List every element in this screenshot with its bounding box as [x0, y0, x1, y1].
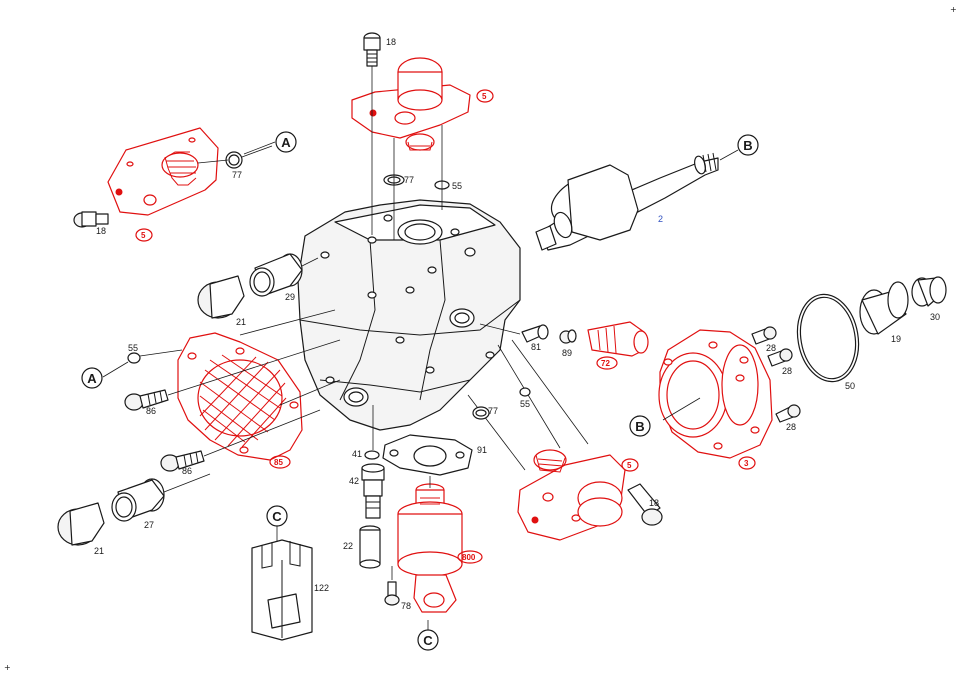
svg-text:C: C — [272, 509, 282, 524]
svg-text:A: A — [281, 135, 291, 150]
callout-b-lower: B — [629, 415, 651, 437]
label-122: 122 — [314, 583, 329, 593]
label-2: 2 — [658, 214, 663, 224]
label-50: 50 — [845, 381, 855, 391]
callout-a-upper: A — [243, 131, 297, 155]
screw-part-18-right — [627, 483, 663, 526]
oring-part-77-left — [225, 151, 243, 169]
end-plate-part-85 — [177, 332, 303, 461]
left-flange-part-5 — [107, 127, 219, 216]
label-21-upper: 21 — [236, 317, 246, 327]
label-77-top: 77 — [404, 175, 414, 185]
screw-part-86-upper — [124, 389, 169, 411]
red-label-rings — [135, 89, 756, 564]
label-18-top: 18 — [386, 37, 396, 47]
sleeve-part-22 — [359, 525, 381, 569]
oring-part-55-mid — [519, 387, 531, 397]
callout-c-lower: C — [417, 620, 439, 651]
label-89: 89 — [562, 348, 572, 358]
gasket-part-91 — [382, 434, 473, 476]
label-28-b: 28 — [782, 366, 792, 376]
label-78: 78 — [401, 601, 411, 611]
pump-housing — [297, 199, 521, 431]
ring-part-30 — [911, 276, 947, 307]
svg-text:B: B — [743, 138, 752, 153]
callout-c-upper: C — [266, 505, 288, 542]
label-18-left: 18 — [96, 226, 106, 236]
label-3: 3 — [744, 459, 749, 468]
valve-part-72 — [587, 321, 649, 357]
label-18-right: 18 — [649, 498, 659, 508]
oring-part-50 — [796, 293, 860, 383]
screw-part-28-a — [751, 326, 777, 345]
right-flange-part-5 — [517, 449, 626, 541]
svg-text:B: B — [635, 419, 644, 434]
screw-part-28-b — [767, 348, 793, 367]
corner-mark-bottom-left: + — [4, 663, 11, 672]
tool-part-122 — [251, 539, 313, 641]
spring-part-89 — [559, 329, 577, 344]
screw-part-86-lower — [160, 450, 205, 472]
label-21-lower: 21 — [94, 546, 104, 556]
label-81: 81 — [531, 342, 541, 352]
screw-part-28-c — [775, 404, 801, 423]
label-5-left: 5 — [141, 231, 146, 240]
part-number-labels: 18 5 77 55 5 77 18 2 29 21 55 86 85 86 2… — [94, 37, 940, 611]
cylinder-part-27 — [111, 478, 165, 522]
callout-a-lower: A — [81, 361, 129, 389]
label-55-mid: 55 — [520, 399, 530, 409]
bushing-part-19 — [859, 281, 909, 335]
screw-part-78 — [384, 581, 400, 606]
drive-shaft-part-2 — [535, 152, 719, 251]
mounting-flange-part-3 — [658, 329, 773, 459]
oring-part-41 — [364, 450, 380, 460]
label-55-left: 55 — [128, 343, 138, 353]
label-72: 72 — [601, 359, 610, 368]
plate-grid — [199, 354, 287, 448]
label-91: 91 — [477, 445, 487, 455]
cap-part-21-upper — [197, 275, 245, 319]
label-77-mid: 77 — [488, 406, 498, 416]
label-800: 800 — [462, 553, 476, 562]
top-flange-part-5 — [351, 57, 471, 151]
screw-part-18-top — [363, 32, 381, 67]
label-42: 42 — [349, 476, 359, 486]
svg-text:A: A — [87, 371, 97, 386]
label-19: 19 — [891, 334, 901, 344]
oring-part-55-left — [127, 352, 141, 364]
oring-part-77-mid — [472, 406, 490, 420]
cap-part-21-lower — [57, 502, 105, 546]
callout-b-upper: B — [737, 134, 759, 156]
svg-text:C: C — [423, 633, 433, 648]
corner-mark-top-right: + — [950, 5, 957, 14]
screw-part-18-left — [73, 211, 109, 228]
fitting-part-42 — [361, 463, 385, 519]
label-5-right: 5 — [627, 461, 632, 470]
label-5-top: 5 — [482, 92, 487, 101]
label-86-lower: 86 — [182, 466, 192, 476]
label-27: 27 — [144, 520, 154, 530]
valve-part-81 — [521, 324, 549, 343]
label-85: 85 — [274, 458, 283, 467]
metering-valve-part-800 — [397, 483, 463, 613]
label-28-a: 28 — [766, 343, 776, 353]
label-86-upper: 86 — [146, 406, 156, 416]
label-41: 41 — [352, 449, 362, 459]
label-30: 30 — [930, 312, 940, 322]
label-77-left: 77 — [232, 170, 242, 180]
label-29: 29 — [285, 292, 295, 302]
label-55-top: 55 — [452, 181, 462, 191]
label-28-c: 28 — [786, 422, 796, 432]
cylinder-part-29 — [249, 253, 303, 297]
label-22: 22 — [343, 541, 353, 551]
